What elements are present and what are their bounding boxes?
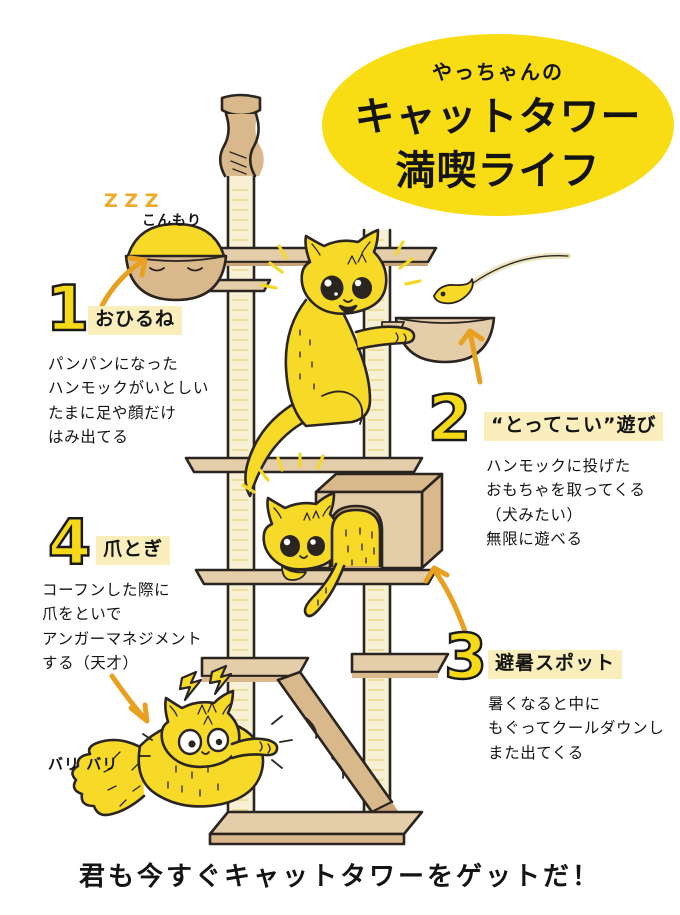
konmori-annotation: こんもり (142, 213, 202, 229)
hammock-top-with-sleeping-cat (124, 222, 228, 302)
base-board (208, 810, 424, 846)
section-2-heading: “とってこい”遊び (484, 412, 664, 441)
section-2-heading-wrap: “とってこい”遊び (484, 412, 664, 441)
excited-cat-reaching-for-toy (244, 228, 422, 498)
flying-toy-mouse (433, 252, 571, 305)
section-4-number: 4 (47, 506, 93, 579)
section-3-body: 暑くなると中に もぐってクールダウンし また出てくる (488, 695, 665, 762)
section-1-body: パンパンになった ハンモックがいとしい たまに足や顔だけ はみ出てる (48, 355, 210, 447)
title-line-2: 満喫ライフ (395, 148, 601, 194)
scratching-cat (71, 664, 293, 817)
section-2-body: ハンモックに投げた おもちゃを取ってくる （犬みたい） 無限に遊べる (486, 457, 646, 549)
cat-peeking-from-house (241, 452, 342, 581)
section-1-number: 1 (45, 272, 91, 345)
section-3-heading-wrap: 避暑スポット (488, 650, 623, 679)
section-4-heading: 爪とぎ (96, 536, 171, 565)
sleep-sfx-zzz: Z Z Z (104, 190, 159, 212)
section-2-number: 2 (427, 382, 473, 455)
lower-shelf (194, 568, 438, 586)
title-subtitle: やっちゃんの (432, 60, 564, 84)
section-4-body: コーフンした際に 爪をといで アンガーマネジメント する（天才） (42, 581, 203, 673)
base-platform-right (350, 652, 450, 678)
section-3-number: 3 (443, 620, 489, 693)
scratch-sfx-baribari: バリ バリ (48, 755, 119, 773)
title-line-1: キャットタワー (354, 94, 642, 140)
arrows (97, 255, 485, 724)
bottom-caption: 君も今すぐキャットタワーをゲットだ！ (78, 862, 601, 892)
top-post-cap (218, 93, 264, 178)
section-4-heading-wrap: 爪とぎ (96, 536, 171, 565)
section-1-heading-wrap: おひるね (88, 306, 183, 335)
section-3-heading: 避暑スポット (488, 650, 623, 679)
mid-shelf (184, 456, 424, 474)
cat-entering-house (303, 508, 382, 618)
title-badge: やっちゃんの キャットタワー 満喫ライフ (322, 34, 674, 216)
section-1-heading: おひるね (88, 306, 183, 335)
